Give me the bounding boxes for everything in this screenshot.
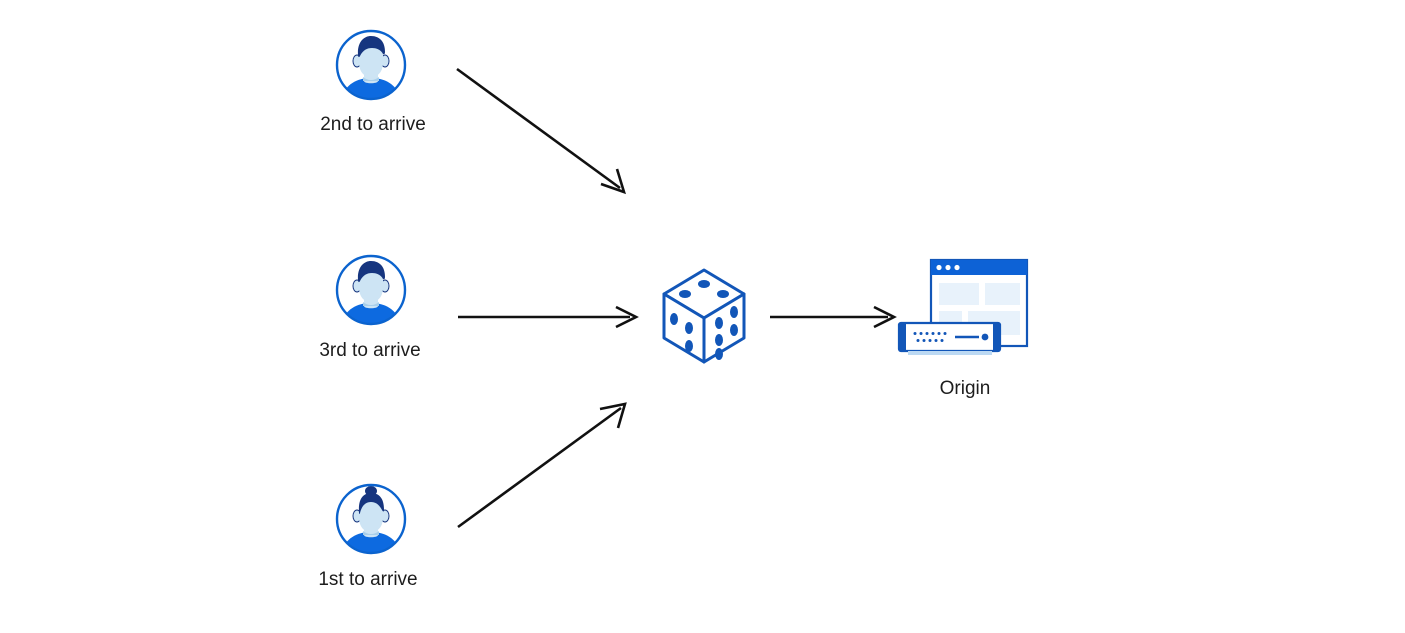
client-node-bottom[interactable] [334, 482, 408, 561]
client-node-top[interactable] [334, 28, 408, 107]
origin-node[interactable] [894, 256, 1034, 366]
user-avatar-icon [335, 254, 407, 326]
origin-label: Origin [939, 378, 991, 399]
user-avatar-icon [335, 29, 407, 101]
dice-icon [662, 268, 746, 364]
router-device-icon [897, 321, 1002, 355]
dice-node[interactable] [658, 266, 750, 373]
arrow-middle-to-dice [458, 305, 639, 329]
client-label-middle: 3rd to arrive [319, 340, 421, 361]
arrow-bottom-to-dice [457, 402, 627, 529]
user-avatar-icon [335, 483, 407, 555]
client-label-bottom: 1st to arrive [318, 569, 418, 590]
origin-server-icon [897, 258, 1029, 355]
client-label-top: 2nd to arrive [320, 114, 426, 135]
client-node-middle[interactable] [334, 253, 408, 332]
arrow-dice-to-origin [770, 305, 897, 329]
